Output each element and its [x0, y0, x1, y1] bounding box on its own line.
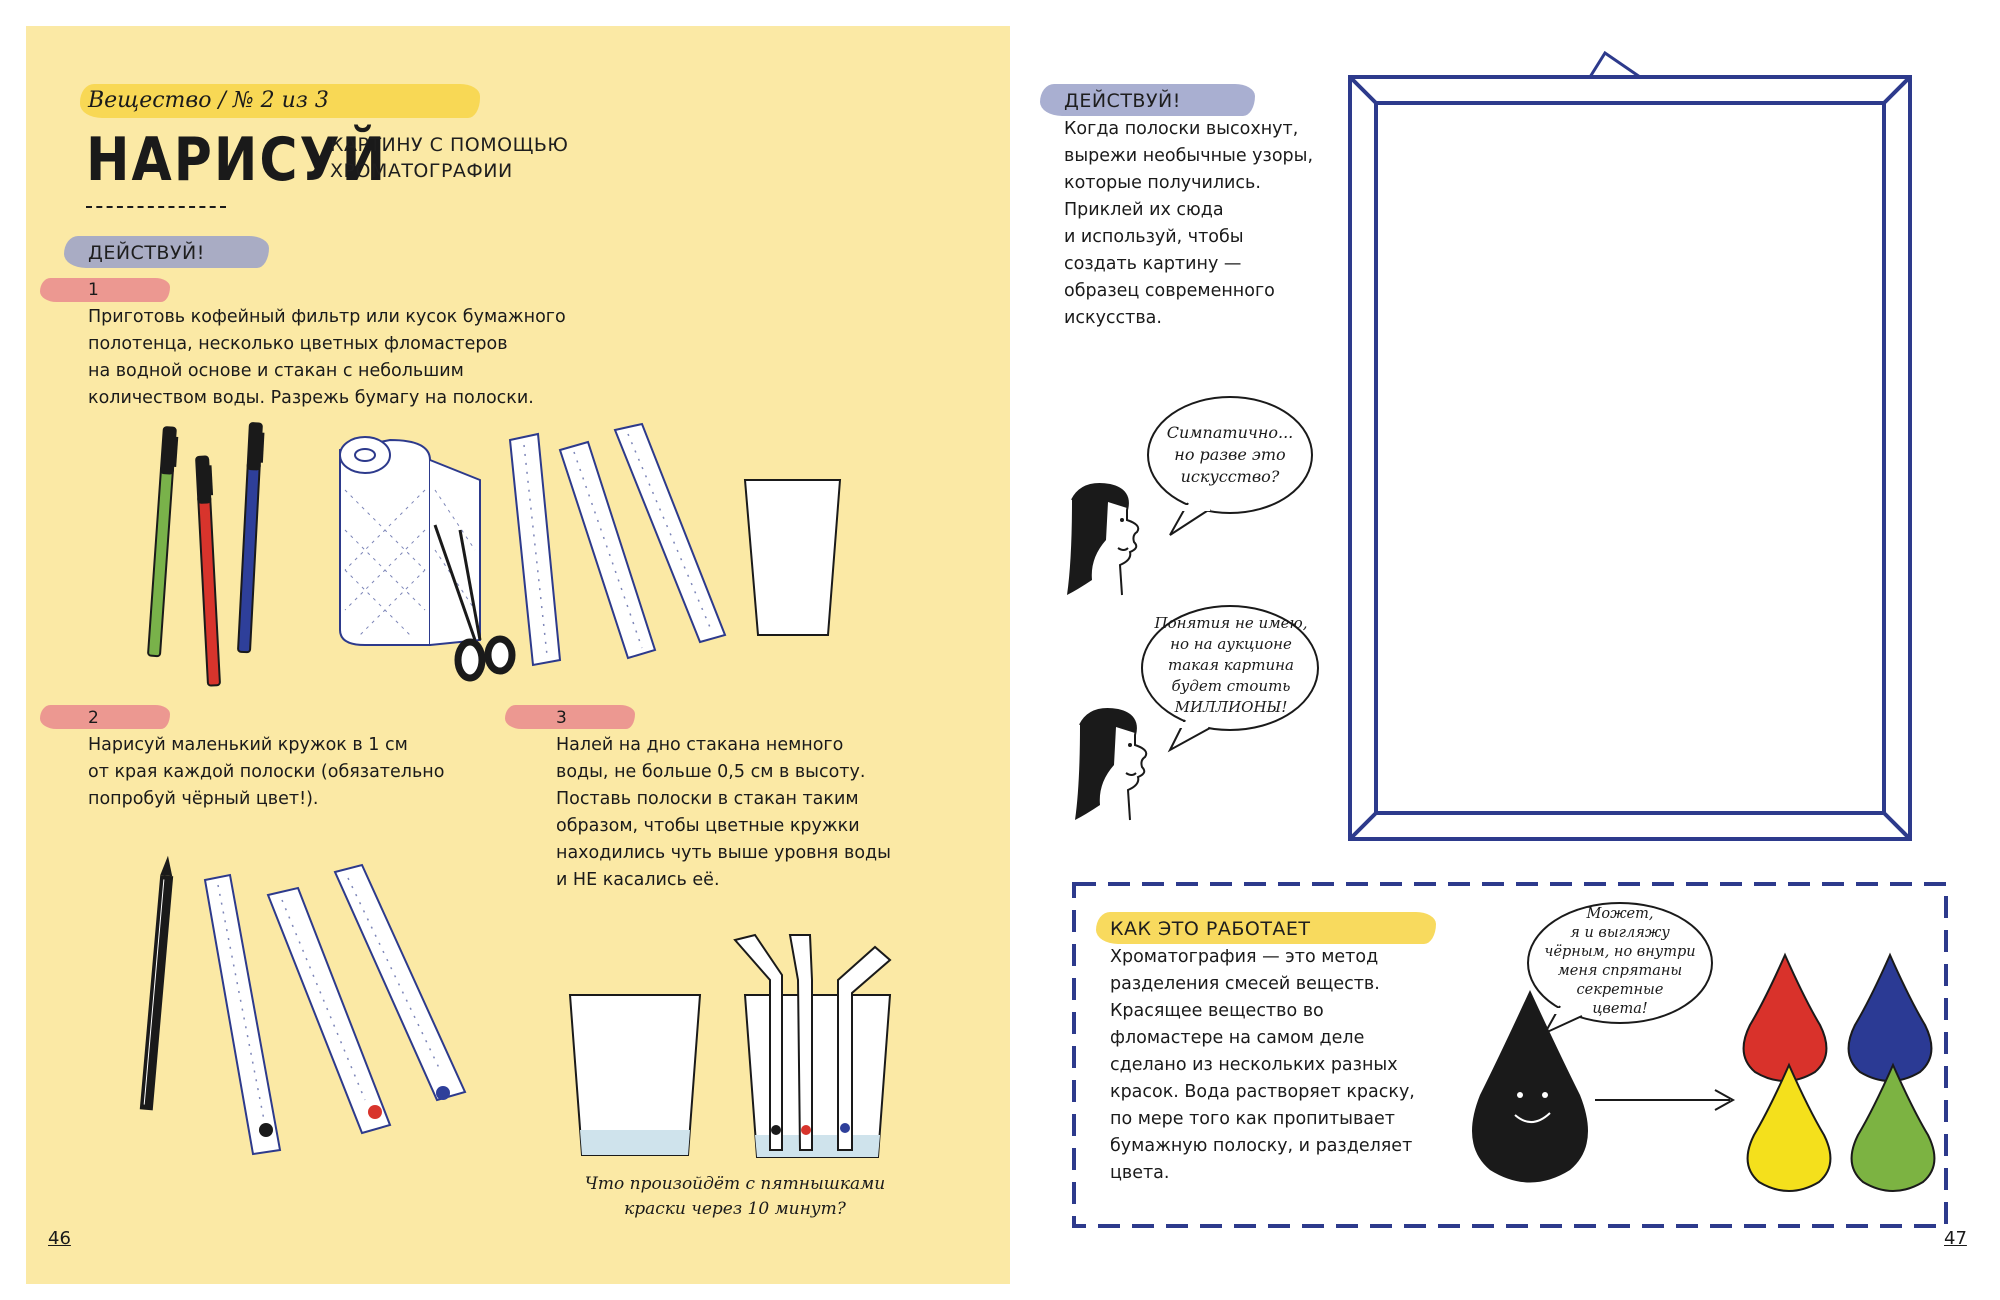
chapter-subtitle: Вещество / № 2 из 3: [88, 88, 329, 113]
glass-with-water-illustration: [568, 994, 702, 1156]
subtitle-brush: [80, 84, 480, 118]
strips-with-dots-illustration: [139, 855, 467, 1156]
step3-number: 3: [556, 708, 567, 728]
step1-brush: [40, 278, 170, 302]
page-title-rest: КАРТИНУ С ПОМОЩЬЮ ХРОМАТОГРАФИИ: [330, 134, 569, 182]
blue-drop-icon: [1847, 952, 1933, 1082]
step2-number: 2: [88, 708, 99, 728]
experiment-question: Что произойдёт с пятнышками краски через…: [584, 1174, 886, 1219]
green-marker: [147, 426, 179, 658]
step2-text: Нарисуй маленький кружок в 1 см от края …: [88, 735, 445, 809]
bubble1-text: Симпатично... но разве это искусство?: [1166, 423, 1294, 486]
black-drop-character-icon: [1472, 990, 1588, 1183]
speech-bubble-1: [1147, 396, 1313, 536]
color-drops: [1742, 952, 1936, 1192]
arrow-right-icon: [1595, 1089, 1736, 1111]
blue-marker: [237, 422, 265, 654]
how-it-works-box: [1072, 882, 1948, 1228]
page-number-left: 46: [48, 1228, 71, 1249]
title-underline: [86, 206, 226, 208]
speech-bubble-3: [1527, 902, 1713, 1036]
character-1-icon: [1067, 483, 1140, 596]
red-drop-icon: [1742, 952, 1828, 1082]
act-label-right: ДЕЙСТВУЙ!: [1064, 90, 1181, 112]
yellow-drop-icon: [1746, 1062, 1832, 1192]
red-marker: [195, 455, 221, 687]
how-brush: [1096, 912, 1436, 944]
markers-illustration: [147, 422, 265, 687]
bubble3-text: Может, я и выгляжу чёрным, но внутри мен…: [1544, 906, 1696, 1017]
scissors-icon: [433, 524, 516, 682]
glass-with-strips-illustration: [733, 933, 892, 1158]
step2-brush: [40, 705, 170, 729]
act-text-right: Когда полоски высохнут, вырежи необычные…: [1064, 119, 1314, 328]
pencil-icon: [139, 855, 174, 1111]
page-title: НАРИСУЙ: [86, 126, 388, 195]
green-drop-icon: [1850, 1062, 1936, 1192]
step1-text: Приготовь кофейный фильтр или кусок бума…: [88, 307, 566, 408]
act-label-left: ДЕЙСТВУЙ!: [88, 242, 205, 264]
paper-strips-illustration: [508, 422, 727, 667]
character-2-icon: [1075, 708, 1148, 821]
how-it-works-label: КАК ЭТО РАБОТАЕТ: [1110, 918, 1311, 940]
speech-bubble-2: [1141, 605, 1319, 753]
paper-roll-illustration: [339, 436, 516, 682]
step3-brush: [505, 705, 635, 729]
act-brush-right: [1040, 84, 1255, 116]
page-number-right: 47: [1944, 1228, 1967, 1249]
empty-glass-illustration: [743, 479, 842, 636]
picture-frame[interactable]: [1340, 45, 1920, 855]
bubble2-text: Понятия не имею, но на аукционе такая ка…: [1154, 613, 1308, 716]
step3-text: Налей на дно стакана немного воды, не бо…: [556, 735, 891, 890]
step1-number: 1: [88, 280, 99, 300]
how-it-works-text: Хроматография — это метод разделения сме…: [1110, 947, 1415, 1183]
act-brush-left: [64, 236, 269, 268]
